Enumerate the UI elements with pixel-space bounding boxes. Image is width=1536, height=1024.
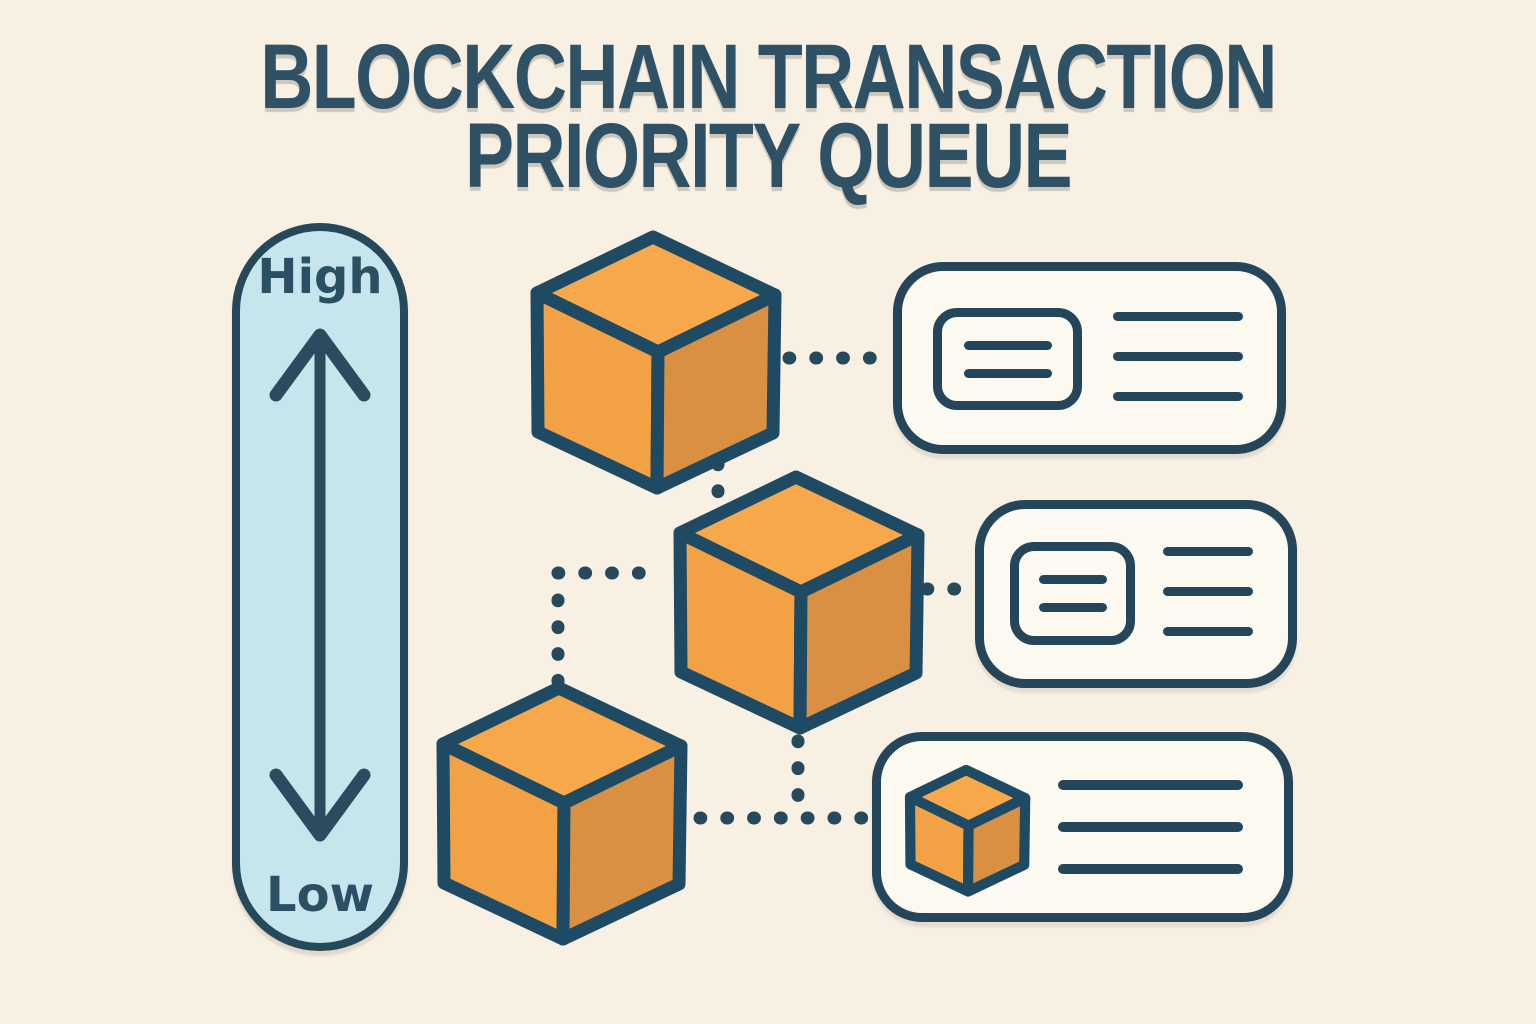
frame-line bbox=[963, 368, 1052, 378]
block-icon-bottom bbox=[443, 688, 681, 939]
low-priority-label: Low bbox=[266, 867, 374, 923]
text-line bbox=[1113, 352, 1243, 361]
connector-block2-block3 bbox=[551, 566, 671, 695]
text-line bbox=[1113, 392, 1243, 401]
text-lines-icon bbox=[1058, 780, 1243, 874]
frame-line bbox=[1038, 603, 1107, 612]
text-line bbox=[1058, 780, 1243, 790]
block-icon-top bbox=[537, 237, 775, 488]
text-lines-icon bbox=[1113, 312, 1243, 401]
text-line bbox=[1058, 864, 1243, 874]
transaction-card-3 bbox=[872, 732, 1293, 922]
frame-line bbox=[963, 340, 1052, 350]
transaction-card-2 bbox=[975, 500, 1297, 688]
page-title: BLOCKCHAIN TRANSACTION PRIORITY QUEUE bbox=[0, 26, 1536, 207]
text-line bbox=[1058, 822, 1243, 832]
framed-text-lines-icon bbox=[1010, 542, 1135, 645]
up-down-arrow-icon bbox=[269, 328, 371, 842]
text-line bbox=[1163, 587, 1253, 596]
frame-line bbox=[1038, 575, 1107, 584]
title-line-1: BLOCKCHAIN TRANSACTION bbox=[260, 26, 1277, 128]
block-icon-middle bbox=[680, 477, 918, 728]
small-block-icon-slot bbox=[910, 770, 1025, 887]
text-lines-icon bbox=[1163, 547, 1253, 636]
high-priority-label: High bbox=[257, 249, 383, 305]
priority-scale-bar: High Low bbox=[232, 223, 408, 951]
text-line bbox=[1163, 547, 1253, 556]
text-line bbox=[1113, 312, 1243, 321]
text-line bbox=[1163, 627, 1253, 636]
transaction-card-1 bbox=[893, 262, 1286, 454]
framed-text-lines-icon bbox=[933, 308, 1082, 410]
title-line-2: PRIORITY QUEUE bbox=[464, 105, 1073, 207]
